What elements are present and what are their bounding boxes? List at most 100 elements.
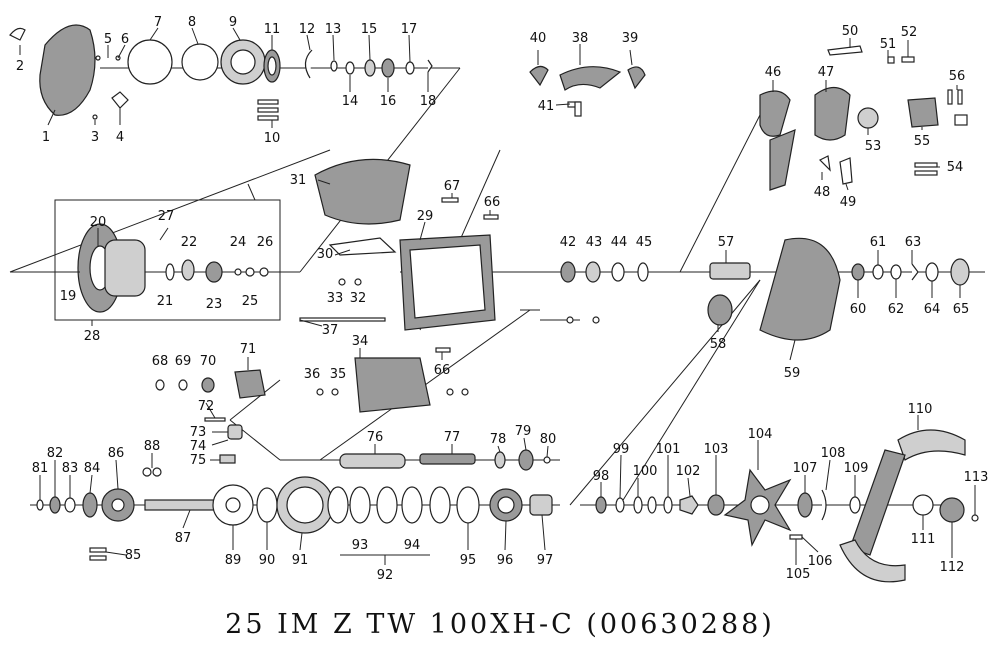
- part-label-19: 19: [60, 289, 77, 304]
- part-label-98: 98: [593, 469, 610, 484]
- part-label-111: 111: [911, 532, 936, 547]
- part-label-105: 105: [786, 567, 811, 582]
- part-label-75: 75: [190, 453, 207, 468]
- part-label-45: 45: [636, 235, 653, 250]
- part-label-25: 25: [242, 294, 259, 309]
- part-label-113: 113: [964, 470, 989, 485]
- leader-lines: [19, 27, 976, 565]
- part-label-87: 87: [175, 531, 192, 546]
- part-label-72: 72: [198, 399, 215, 414]
- part-label-34: 34: [352, 334, 369, 349]
- part-label-2: 2: [16, 59, 24, 74]
- part-label-15: 15: [361, 22, 378, 37]
- part-label-84: 84: [84, 461, 101, 476]
- part-label-67: 67: [444, 179, 461, 194]
- part-label-93: 93: [352, 538, 369, 553]
- part-label-79: 79: [515, 424, 532, 439]
- part-label-97: 97: [537, 553, 554, 568]
- part-label-100: 100: [633, 464, 658, 479]
- part-label-88: 88: [144, 439, 161, 454]
- diagram-title: 25 IM Z TW 100XH-C (00630288): [225, 609, 775, 640]
- part-label-59: 59: [784, 366, 801, 381]
- part-label-16: 16: [380, 94, 397, 109]
- part-label-64: 64: [924, 302, 941, 317]
- part-label-50: 50: [842, 24, 859, 39]
- part-label-103: 103: [704, 442, 729, 457]
- part-label-60: 60: [850, 302, 867, 317]
- part-label-80: 80: [540, 432, 557, 447]
- part-label-52: 52: [901, 25, 918, 40]
- part-label-40: 40: [530, 31, 547, 46]
- part-label-66b: 66: [434, 363, 451, 378]
- parts-diagram-svg: 1 2 3 4 5 6 7 8 9 10 11 12 13 14 15 16 1…: [9, 15, 989, 583]
- part-label-96: 96: [497, 553, 514, 568]
- part-label-49: 49: [840, 195, 857, 210]
- part-label-92: 92: [377, 568, 394, 583]
- part-label-61: 61: [870, 235, 887, 250]
- part-label-71: 71: [240, 342, 257, 357]
- part-label-82: 82: [47, 446, 64, 461]
- part-label-18: 18: [420, 94, 437, 109]
- part-label-22: 22: [181, 235, 198, 250]
- part-label-6: 6: [121, 32, 129, 47]
- part-label-83: 83: [62, 461, 79, 476]
- part-label-68: 68: [152, 354, 169, 369]
- part-label-7: 7: [154, 15, 162, 30]
- part-label-106: 106: [808, 554, 833, 569]
- part-shapes: [9, 24, 979, 583]
- part-label-46: 46: [765, 65, 782, 80]
- part-label-13: 13: [325, 22, 342, 37]
- part-label-91: 91: [292, 553, 309, 568]
- part-label-12: 12: [299, 22, 316, 37]
- part-label-58: 58: [710, 337, 727, 352]
- part-label-30: 30: [317, 247, 334, 262]
- part-label-28: 28: [84, 329, 101, 344]
- part-label-112: 112: [940, 560, 965, 575]
- part-label-54: 54: [947, 160, 964, 175]
- part-label-81: 81: [32, 461, 49, 476]
- part-label-39: 39: [622, 31, 639, 46]
- part-label-94: 94: [404, 538, 421, 553]
- part-label-57: 57: [718, 235, 735, 250]
- part-label-48: 48: [814, 185, 831, 200]
- part-label-102: 102: [676, 464, 701, 479]
- part-label-89: 89: [225, 553, 242, 568]
- part-label-9: 9: [229, 15, 237, 30]
- part-label-95: 95: [460, 553, 477, 568]
- part-label-65: 65: [953, 302, 970, 317]
- part-label-29: 29: [417, 209, 434, 224]
- part-label-66a: 66: [484, 195, 501, 210]
- part-label-62: 62: [888, 302, 905, 317]
- part-label-85: 85: [125, 548, 142, 563]
- part-label-55: 55: [914, 134, 931, 149]
- part-label-8: 8: [188, 15, 196, 30]
- part-label-14: 14: [342, 94, 359, 109]
- part-label-51: 51: [880, 37, 897, 52]
- part-label-24: 24: [230, 235, 247, 250]
- part-label-73: 73: [190, 425, 207, 440]
- part-label-70: 70: [200, 354, 217, 369]
- part-label-56: 56: [949, 69, 966, 84]
- part-label-104: 104: [748, 427, 773, 442]
- part-label-20: 20: [90, 215, 107, 230]
- part-label-108: 108: [821, 446, 846, 461]
- part-label-99: 99: [613, 442, 630, 457]
- part-label-69: 69: [175, 354, 192, 369]
- part-label-35: 35: [330, 367, 347, 382]
- part-label-5: 5: [104, 32, 112, 47]
- part-label-26: 26: [257, 235, 274, 250]
- part-label-17: 17: [401, 22, 418, 37]
- part-label-10: 10: [264, 131, 281, 146]
- part-label-23: 23: [206, 297, 223, 312]
- part-label-77: 77: [444, 430, 461, 445]
- part-label-21: 21: [157, 294, 174, 309]
- part-label-31: 31: [290, 173, 307, 188]
- part-label-76: 76: [367, 430, 384, 445]
- part-number-labels: 1 2 3 4 5 6 7 8 9 10 11 12 13 14 15 16 1…: [16, 15, 989, 583]
- part-label-86: 86: [108, 446, 125, 461]
- part-label-47: 47: [818, 65, 835, 80]
- part-label-74: 74: [190, 439, 207, 454]
- part-label-27: 27: [158, 209, 175, 224]
- part-label-109: 109: [844, 461, 869, 476]
